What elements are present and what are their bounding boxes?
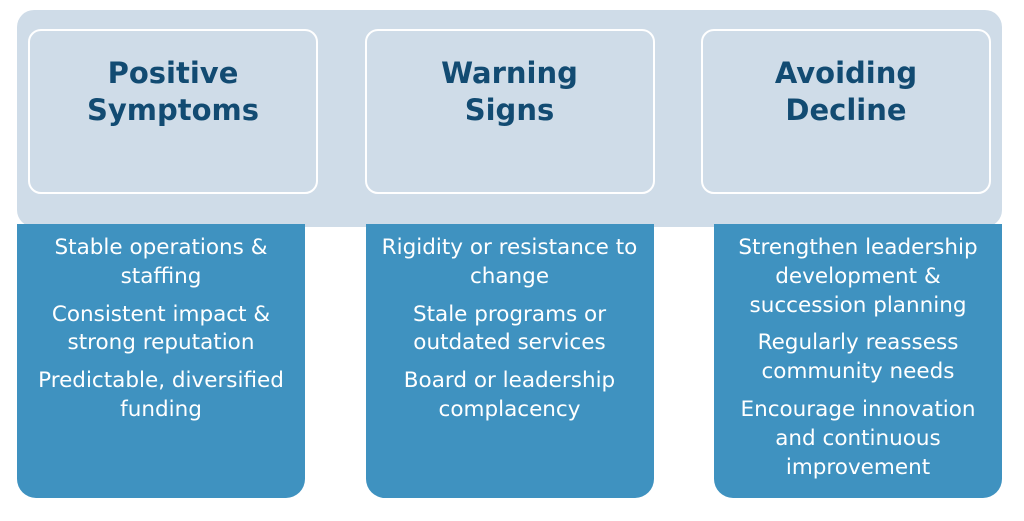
header-panel: Positive Symptoms Warning Signs Avoiding… <box>17 10 1002 227</box>
body-card-positive-symptoms[interactable]: Stable operations & staffing Consistent … <box>17 224 305 498</box>
list-item: Stale programs or outdated services <box>412 301 607 356</box>
list-item: Board or leadership complacency <box>403 368 616 422</box>
header-card-title: Positive Symptoms <box>86 56 260 128</box>
header-card-warning-signs[interactable]: Warning Signs <box>364 29 655 194</box>
list-item: Rigidity or resistance to change <box>381 235 638 289</box>
header-card-title: Warning Signs <box>441 56 578 128</box>
list-item: Consistent impact & strong reputation <box>51 301 271 356</box>
body-card-avoiding-decline[interactable]: Strengthen leadership development & succ… <box>714 224 1002 499</box>
header-card-title: Avoiding Decline <box>774 56 918 128</box>
list-item: Predictable, diversified funding <box>38 368 284 422</box>
body-card-warning-signs[interactable]: Rigidity or resistance to change Stale p… <box>365 224 654 498</box>
body-card-row: Stable operations & staffing Consistent … <box>17 224 1002 499</box>
list-item: Regularly reassess community needs <box>757 330 959 385</box>
header-card-row: Positive Symptoms Warning Signs Avoiding… <box>17 10 1002 227</box>
header-card-positive-symptoms[interactable]: Positive Symptoms <box>28 29 318 194</box>
list-item: Strengthen leadership development & succ… <box>738 235 978 318</box>
list-item: Encourage innovation and continuous impr… <box>740 396 976 480</box>
list-item: Stable operations & staffing <box>54 235 268 289</box>
header-card-avoiding-decline[interactable]: Avoiding Decline <box>701 29 991 194</box>
